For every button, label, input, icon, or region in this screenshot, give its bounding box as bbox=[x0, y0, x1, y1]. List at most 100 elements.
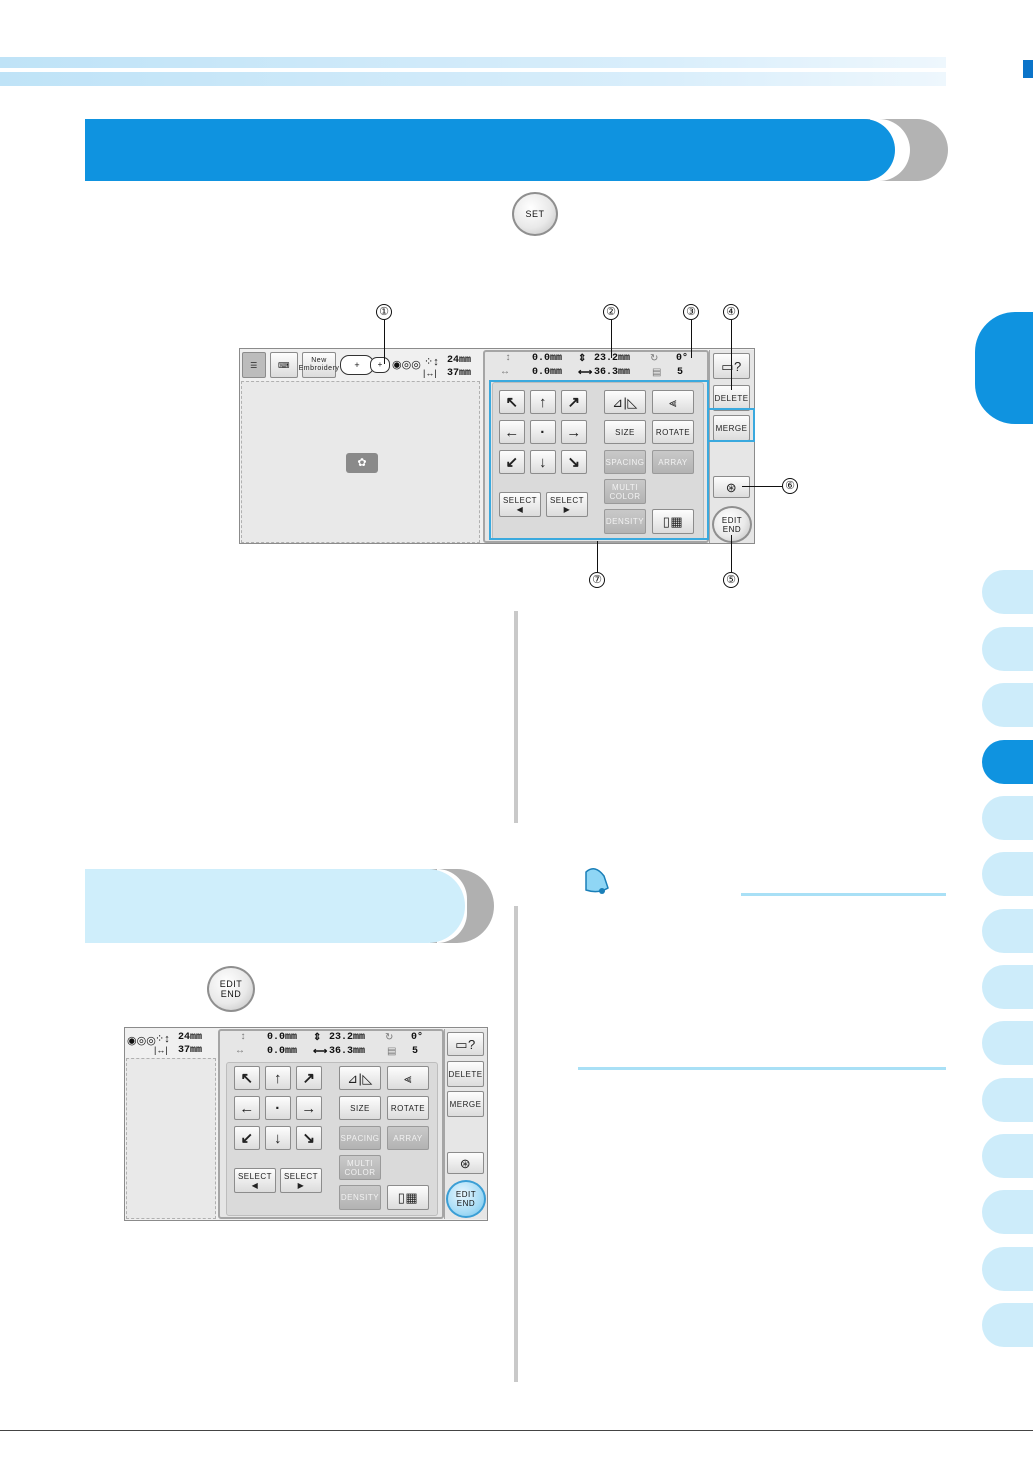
mirror-button[interactable]: ⊿|◺ bbox=[604, 390, 646, 414]
color-count-readout: 5 bbox=[677, 367, 684, 378]
move-right-button[interactable]: → bbox=[561, 420, 587, 444]
position-v-readout: 0.0mm bbox=[267, 1032, 298, 1043]
select-next-button[interactable]: SELECT ▶ bbox=[546, 492, 588, 517]
callout-5: ⑤ bbox=[723, 572, 739, 588]
header-stripe-top bbox=[0, 57, 946, 68]
delete-button[interactable]: DELETE bbox=[447, 1061, 484, 1087]
merge-button[interactable]: MERGE bbox=[713, 415, 750, 441]
move-up-button[interactable]: ↑ bbox=[265, 1066, 291, 1090]
mirror-button[interactable]: ⊿|◺ bbox=[339, 1066, 381, 1090]
move-left-button[interactable]: ← bbox=[499, 420, 525, 444]
select-prev-button[interactable]: SELECT ◀ bbox=[499, 492, 541, 517]
footer-rule bbox=[0, 1430, 1033, 1431]
corner-mark bbox=[1023, 60, 1033, 78]
height-readout: 24mm bbox=[178, 1032, 203, 1043]
machine-button[interactable]: ⌨ bbox=[270, 352, 298, 378]
callout-3-line bbox=[691, 320, 692, 358]
embroidery-preview-icon: ✿ bbox=[346, 453, 378, 473]
callout-7-line bbox=[597, 541, 598, 572]
chapter-tab-active bbox=[982, 740, 1033, 784]
move-down-left-button[interactable]: ↙ bbox=[499, 450, 525, 474]
layout-button[interactable]: ▯▦ bbox=[652, 509, 694, 534]
help-button[interactable]: ▭? bbox=[447, 1032, 484, 1056]
needle-icon: ⁘↕ bbox=[424, 356, 439, 368]
array-button[interactable]: ARRAY bbox=[387, 1126, 429, 1150]
select-next-button[interactable]: SELECT ▶ bbox=[280, 1168, 322, 1193]
set-button[interactable]: SET bbox=[512, 192, 558, 236]
merge-button[interactable]: MERGE bbox=[447, 1091, 484, 1117]
move-up-button[interactable]: ↑ bbox=[530, 390, 556, 414]
rotate-button[interactable]: ROTATE bbox=[387, 1096, 429, 1120]
select-prev-button[interactable]: SELECT ◀ bbox=[234, 1168, 276, 1193]
move-down-button[interactable]: ↓ bbox=[530, 450, 556, 474]
move-right-button[interactable]: → bbox=[296, 1096, 322, 1120]
chapter-tab bbox=[982, 1078, 1033, 1122]
subsection-banner bbox=[85, 869, 465, 943]
width-icon: |↔| bbox=[154, 1045, 168, 1055]
center-button[interactable]: · bbox=[265, 1096, 291, 1120]
size-button[interactable]: SIZE bbox=[339, 1096, 381, 1120]
height-readout: 24mm bbox=[447, 355, 472, 366]
layout-button[interactable]: ▯▦ bbox=[387, 1185, 429, 1210]
move-left-button[interactable]: ← bbox=[234, 1096, 260, 1120]
multi-color-button[interactable]: MULTI COLOR bbox=[339, 1155, 381, 1180]
thread-spool-icon: ◉◎◎ bbox=[392, 359, 421, 371]
page-list-button[interactable]: ☰ bbox=[242, 352, 266, 378]
move-down-right-button[interactable]: ↘ bbox=[296, 1126, 322, 1150]
thread-spool-icon: ◉◎◎ bbox=[127, 1035, 156, 1047]
design-width-readout: 36.3mm bbox=[329, 1046, 366, 1057]
move-up-left-button[interactable]: ↖ bbox=[234, 1066, 260, 1090]
spacing-button[interactable]: SPACING bbox=[339, 1126, 381, 1150]
new-embroidery-button[interactable]: New Embroidery bbox=[299, 352, 339, 378]
width-icon: |↔| bbox=[423, 368, 437, 378]
density-button[interactable]: DENSITY bbox=[604, 509, 646, 534]
callout-3: ③ bbox=[683, 304, 699, 320]
multi-color-button[interactable]: MULTI COLOR bbox=[604, 479, 646, 504]
callout-7: ⑦ bbox=[589, 572, 605, 588]
array-button[interactable]: ARRAY bbox=[652, 450, 694, 474]
design-height-readout: 23.2mm bbox=[594, 353, 631, 364]
section-title-banner bbox=[85, 119, 895, 181]
move-down-button[interactable]: ↓ bbox=[265, 1126, 291, 1150]
layout-icon: ▯▦ bbox=[397, 1190, 419, 1205]
callout-2: ② bbox=[603, 304, 619, 320]
callout-1: ① bbox=[376, 304, 392, 320]
move-up-right-button[interactable]: ↗ bbox=[296, 1066, 322, 1090]
side-highlight-2 bbox=[753, 408, 755, 442]
design-width-readout: 36.3mm bbox=[594, 367, 631, 378]
horizontal-move-icon: ↔ bbox=[237, 1046, 244, 1057]
size-button[interactable]: SIZE bbox=[604, 420, 646, 444]
density-button[interactable]: DENSITY bbox=[339, 1185, 381, 1210]
move-down-right-button[interactable]: ↘ bbox=[561, 450, 587, 474]
chapter-tab-current bbox=[975, 312, 1033, 424]
height-box-icon: ⇕ bbox=[313, 1033, 322, 1044]
color-count-icon: ▤ bbox=[652, 368, 662, 379]
help-icon: ▭? bbox=[455, 1036, 476, 1052]
embroidery-view-button[interactable]: ⊛ bbox=[447, 1152, 484, 1174]
spacing-button[interactable]: SPACING bbox=[604, 450, 646, 474]
callout-6: ⑥ bbox=[782, 478, 798, 494]
angle-icon: ↻ bbox=[385, 1033, 394, 1044]
embroidery-view-button[interactable]: ⊛ bbox=[713, 476, 750, 498]
edit-keys-highlight bbox=[489, 380, 709, 540]
flip-button[interactable]: ⫷ bbox=[652, 390, 694, 414]
flip-button[interactable]: ⫷ bbox=[387, 1066, 429, 1090]
center-button[interactable]: · bbox=[530, 420, 556, 444]
move-up-left-button[interactable]: ↖ bbox=[499, 390, 525, 414]
hoop-icon: + bbox=[370, 357, 390, 373]
edit-keys-highlight-top bbox=[489, 380, 709, 382]
chapter-tab bbox=[982, 1303, 1033, 1347]
chapter-tab bbox=[982, 909, 1033, 953]
rotate-button[interactable]: ROTATE bbox=[652, 420, 694, 444]
move-up-right-button[interactable]: ↗ bbox=[561, 390, 587, 414]
horizontal-move-icon: ↔ bbox=[502, 367, 509, 378]
embroidery-view-icon: ⊛ bbox=[725, 479, 738, 495]
layout-icon: ▯▦ bbox=[662, 514, 684, 529]
callout-4-line bbox=[731, 320, 732, 390]
chapter-tab bbox=[982, 796, 1033, 840]
callout-1-line bbox=[384, 320, 385, 364]
move-down-left-button[interactable]: ↙ bbox=[234, 1126, 260, 1150]
